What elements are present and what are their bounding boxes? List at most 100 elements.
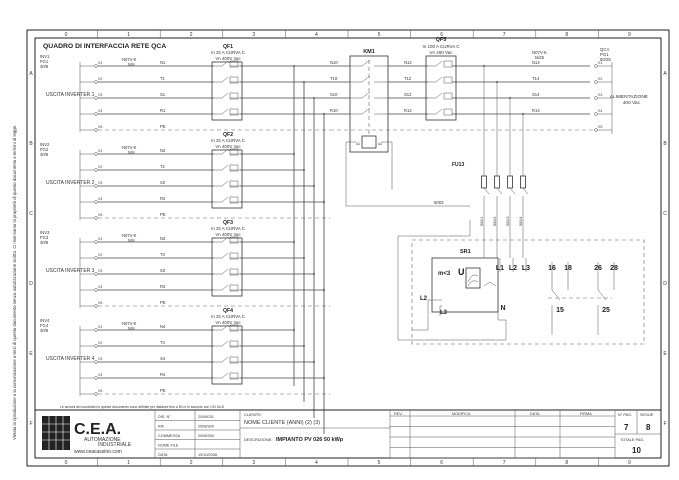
seg-value: 8 [646, 423, 651, 432]
breaker-tag: QF4 [223, 308, 233, 314]
supply-cable2: N/25 [535, 55, 545, 60]
coil-a1: A1 [356, 142, 360, 146]
breaker-tag: QF3 [223, 220, 233, 226]
row-marker: A [29, 71, 33, 77]
breaker-volt: Vn 400V Vac [215, 56, 241, 61]
column-marker: 4 [315, 460, 318, 466]
phase-label: R3 [160, 284, 166, 289]
terminal [94, 152, 98, 156]
terminal-id: X4 [98, 373, 102, 377]
breaker-box [211, 325, 243, 385]
inverter-label: USCITA INVERTER 1 [46, 92, 95, 98]
qf5-box [425, 55, 457, 121]
inverter-tag: INV4 [40, 318, 50, 323]
breaker-spec: In 32 A CURVA C [211, 226, 245, 231]
contactor-coil [361, 135, 377, 149]
relay-u: U [458, 267, 465, 277]
supply-tag2: PG1 [600, 52, 609, 57]
column-marker: 0 [65, 32, 68, 38]
tb-field-value: 2008/031 [198, 415, 214, 419]
fuse [494, 175, 500, 189]
tot-label: TOTALE PAG. [620, 438, 644, 442]
client-value: NOME CLIENTE (ANNI) (2) (3) [244, 420, 320, 426]
column-marker: 9 [628, 460, 631, 466]
qf5-volt: Vn 400 Vac [430, 50, 454, 55]
firma-label: FIRMA [580, 412, 592, 416]
terminal [94, 168, 98, 172]
desc-label: DESCRIZIONE: [244, 437, 272, 442]
company-logo [42, 416, 70, 450]
inverter-label: USCITA INVERTER 2 [46, 180, 95, 186]
row-marker: D [663, 281, 667, 287]
phase-label: N1 [160, 60, 166, 65]
terminal [94, 200, 98, 204]
column-marker: 1 [127, 460, 130, 466]
inverter-cable2: N/8 [128, 326, 135, 331]
inverter-label: USCITA INVERTER 3 [46, 268, 95, 274]
terminal-id: X4 [598, 109, 602, 113]
column-marker: 8 [565, 32, 568, 38]
relay-terminal: 15 [556, 307, 564, 314]
column-marker: 1 [127, 32, 130, 38]
qf5-out-label: N14 [532, 60, 540, 65]
terminal-id: X1 [98, 61, 102, 65]
inverter-tag2: FG2 [40, 147, 49, 152]
inverter-cable2: N/8 [128, 62, 135, 67]
tot-value: 10 [632, 446, 641, 455]
column-marker: 5 [378, 460, 381, 466]
supply-terminal [594, 128, 598, 132]
phase-label: R4 [160, 372, 166, 377]
desc-value: IMPIANTO PV 026 50 kWp [276, 437, 344, 443]
column-marker: 6 [440, 32, 443, 38]
contactor-km1: KM1 A1 A2 [345, 49, 470, 207]
terminal-id: X1 [98, 149, 102, 153]
terminal-id: X2 [98, 165, 102, 169]
bus-label: T10 [330, 76, 338, 81]
client-label: CLIENTE: [244, 412, 262, 417]
data-label: DATA [530, 412, 540, 416]
tb-field-value: 2008/300 [198, 434, 214, 438]
terminal-id: X5 [98, 125, 102, 129]
terminal [94, 288, 98, 292]
inverter-cable2: N/8 [128, 238, 135, 243]
bus-label: N10 [330, 60, 338, 65]
row-marker: C [29, 211, 33, 217]
terminal-id: X4 [98, 197, 102, 201]
column-marker: 3 [252, 460, 255, 466]
collector-bus [293, 66, 325, 434]
qf5-tag: QF5 [436, 37, 447, 43]
title-block: Le sezioni dei conduttori in questo docu… [35, 405, 661, 459]
breaker-tag: QF1 [223, 44, 233, 50]
supply-terminal [594, 112, 598, 116]
qf5-spec: In 100 A CURVA C [422, 44, 460, 49]
company-sub1: AUTOMAZIONE [84, 437, 121, 443]
terminal [94, 216, 98, 220]
main-breaker-qf5: QF5 In 100 A CURVA C Vn 400 Vac [388, 37, 590, 121]
breaker-box [211, 149, 243, 209]
fuse-label: 500/2 [493, 216, 497, 226]
terminal [94, 96, 98, 100]
column-marker: 6 [440, 460, 443, 466]
terminal [94, 360, 98, 364]
phase-label: PE [160, 388, 166, 393]
tb-field-value: 2008/300 [198, 425, 214, 429]
tb-field-key: DIS. N° [158, 415, 171, 419]
inverter-tag2: FG4 [40, 323, 49, 328]
terminal-id: X2 [98, 341, 102, 345]
company-website: www.ceacassino.com [74, 449, 122, 455]
supply-volt: 400 Vac [623, 100, 641, 106]
phase-label: PE [160, 212, 166, 217]
terminal-id: X5 [98, 213, 102, 217]
terminal [94, 328, 98, 332]
terminal [94, 272, 98, 276]
column-marker: 0 [65, 460, 68, 466]
breaker-spec: In 32 A CURVA C [211, 50, 245, 55]
fuse [520, 175, 526, 189]
terminal [94, 304, 98, 308]
